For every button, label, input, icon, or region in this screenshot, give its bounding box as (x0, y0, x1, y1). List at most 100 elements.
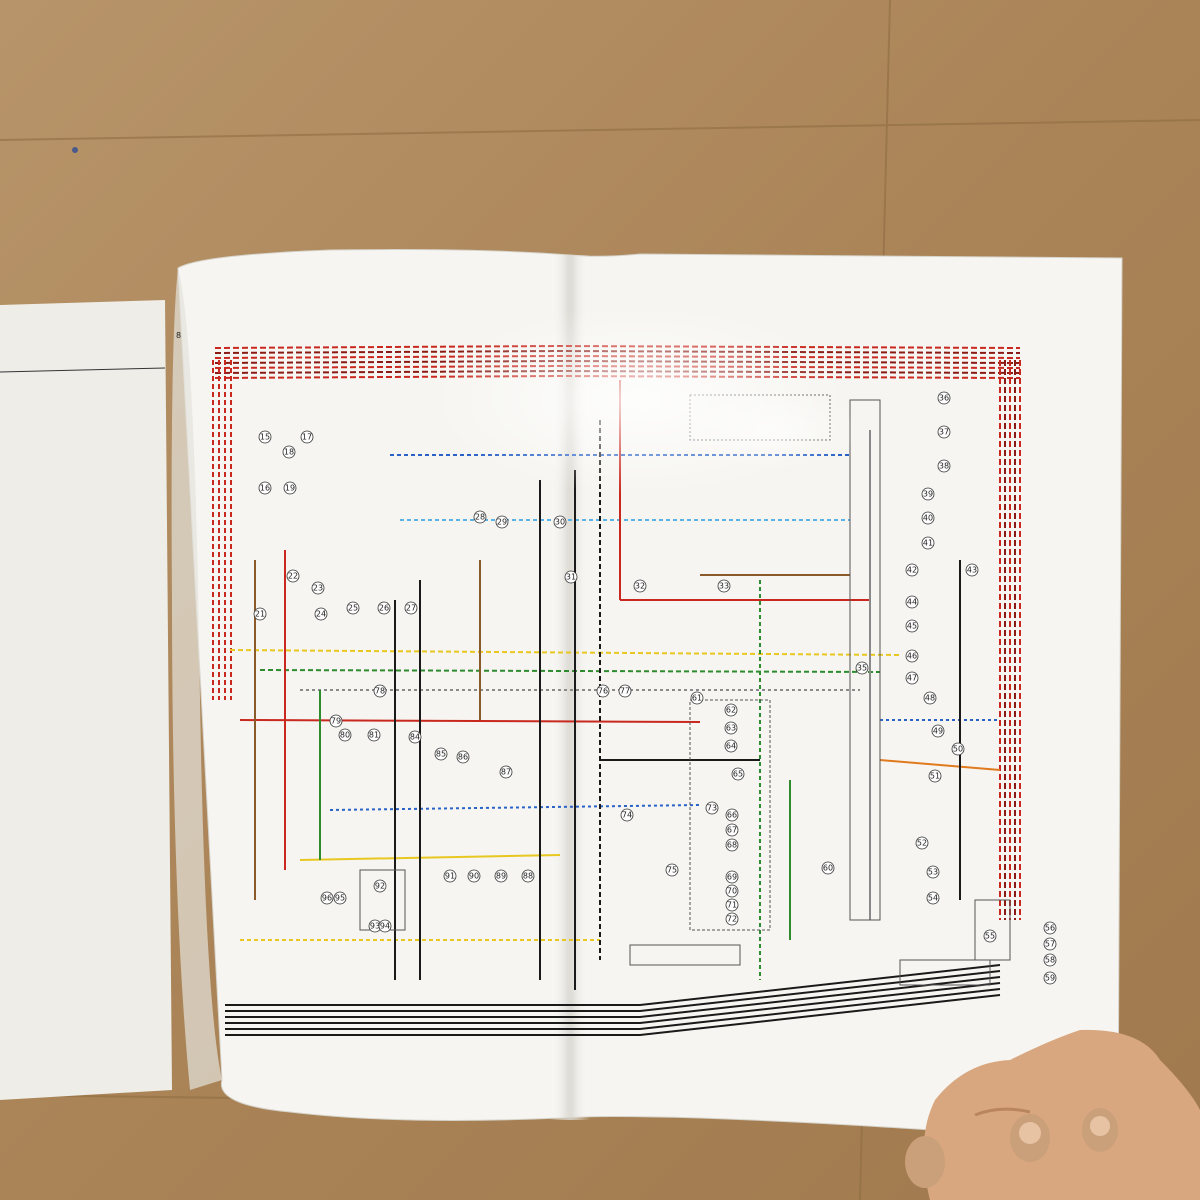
component-callout-42: 42 (905, 563, 919, 577)
component-callout-41: 41 (921, 536, 935, 550)
component-callout-44: 44 (905, 595, 919, 609)
component-callout-27: 27 (404, 601, 418, 615)
component-callout-80: 80 (338, 728, 352, 742)
svg-text:53: 53 (928, 868, 938, 877)
component-callout-26: 26 (377, 601, 391, 615)
component-callout-92: 92 (373, 879, 387, 893)
svg-text:58: 58 (1045, 956, 1055, 965)
svg-text:16: 16 (260, 484, 270, 493)
component-callout-31: 31 (564, 570, 578, 584)
component-callout-65: 65 (731, 767, 745, 781)
svg-text:25: 25 (348, 604, 358, 613)
component-callout-59: 59 (1043, 971, 1057, 985)
component-callout-84: 84 (408, 730, 422, 744)
component-callout-67: 67 (725, 823, 739, 837)
svg-text:74: 74 (622, 811, 632, 820)
svg-text:59: 59 (1045, 974, 1055, 983)
signal-wire (259, 669, 881, 673)
svg-text:79: 79 (331, 717, 341, 726)
component-callout-47: 47 (905, 671, 919, 685)
svg-text:85: 85 (436, 750, 446, 759)
black-loom-wire (225, 976, 1001, 1018)
svg-text:96: 96 (322, 894, 332, 903)
svg-text:90: 90 (469, 872, 479, 881)
component-callout-29: 29 (495, 515, 509, 529)
svg-text:68: 68 (727, 841, 737, 850)
component-callout-76: 76 (596, 684, 610, 698)
component-callout-21: 21 (253, 607, 267, 621)
component-callout-95: 95 (333, 891, 347, 905)
signal-wire (879, 759, 1001, 771)
component-callout-60: 60 (821, 861, 835, 875)
svg-text:33: 33 (719, 582, 729, 591)
component-callout-77: 77 (618, 684, 632, 698)
svg-text:61: 61 (692, 694, 702, 703)
black-loom-wire (225, 988, 1001, 1030)
svg-text:60: 60 (823, 864, 833, 873)
component-callout-53: 53 (926, 865, 940, 879)
svg-text:22: 22 (288, 572, 298, 581)
component-callout-64: 64 (724, 739, 738, 753)
component-callout-62: 62 (724, 703, 738, 717)
cardboard-marker-dot (72, 147, 78, 153)
svg-text:42: 42 (907, 566, 917, 575)
svg-text:73: 73 (707, 804, 717, 813)
component-callout-25: 25 (346, 601, 360, 615)
component-callout-40: 40 (921, 511, 935, 525)
component-callout-56: 56 (1043, 921, 1057, 935)
component-callout-37: 37 (937, 425, 951, 439)
component-callout-22: 22 (286, 569, 300, 583)
svg-text:48: 48 (925, 694, 935, 703)
svg-text:78: 78 (375, 687, 385, 696)
component-callout-70: 70 (725, 884, 739, 898)
component-callout-23: 23 (311, 581, 325, 595)
underlying-page (0, 300, 172, 1100)
component-callout-49: 49 (931, 724, 945, 738)
svg-text:57: 57 (1045, 940, 1055, 949)
ecu-box (689, 699, 771, 931)
component-callout-96: 96 (320, 891, 334, 905)
svg-text:63: 63 (726, 724, 736, 733)
svg-text:19: 19 (285, 484, 295, 493)
signal-wire (299, 854, 561, 861)
component-callout-75: 75 (665, 863, 679, 877)
component-callout-57: 57 (1043, 937, 1057, 951)
svg-text:15: 15 (260, 433, 270, 442)
svg-text:89: 89 (496, 872, 506, 881)
svg-text:67: 67 (727, 826, 737, 835)
svg-text:26: 26 (379, 604, 389, 613)
component-callout-69: 69 (725, 870, 739, 884)
component-callout-33: 33 (717, 579, 731, 593)
svg-text:65: 65 (733, 770, 743, 779)
component-callout-91: 91 (443, 869, 457, 883)
connector-strip (899, 959, 991, 986)
svg-text:56: 56 (1045, 924, 1055, 933)
black-loom-wire (225, 970, 1001, 1012)
connector-strip (629, 944, 741, 966)
component-callout-19: 19 (283, 481, 297, 495)
svg-text:77: 77 (620, 687, 630, 696)
svg-text:80: 80 (340, 731, 350, 740)
component-callout-58: 58 (1043, 953, 1057, 967)
component-callout-38: 38 (937, 459, 951, 473)
svg-text:76: 76 (598, 687, 608, 696)
underlying-page-rule (0, 367, 166, 373)
svg-text:91: 91 (445, 872, 455, 881)
svg-text:18: 18 (284, 448, 294, 457)
component-callout-54: 54 (926, 891, 940, 905)
component-callout-87: 87 (499, 765, 513, 779)
svg-text:93: 93 (370, 922, 380, 931)
component-callout-78: 78 (373, 684, 387, 698)
component-callout-88: 88 (521, 869, 535, 883)
component-callout-36: 36 (937, 391, 951, 405)
svg-text:55: 55 (985, 932, 995, 941)
component-callout-43: 43 (965, 563, 979, 577)
component-callout-50: 50 (951, 742, 965, 756)
svg-text:38: 38 (939, 462, 949, 471)
svg-text:51: 51 (930, 772, 940, 781)
component-callout-32: 32 (633, 579, 647, 593)
component-callout-17: 17 (300, 430, 314, 444)
svg-text:40: 40 (923, 514, 933, 523)
svg-text:17: 17 (302, 433, 312, 442)
